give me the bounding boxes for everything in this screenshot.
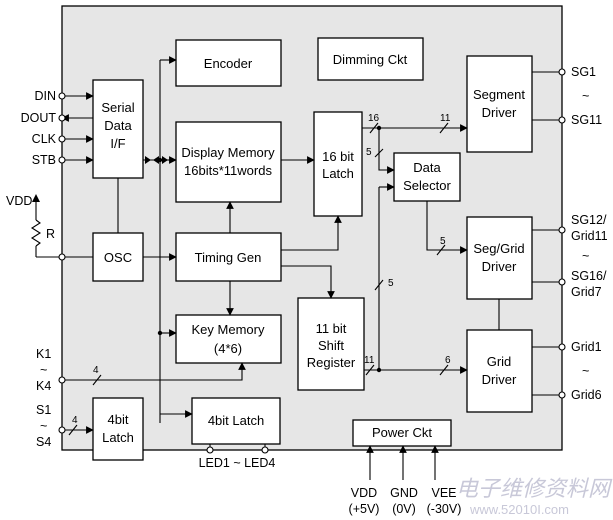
svg-text:Grid6: Grid6 <box>571 388 602 402</box>
latch-4bit-led-block: 4bit Latch <box>191 397 281 445</box>
svg-text:Dimming Ckt: Dimming Ckt <box>333 52 408 67</box>
svg-text:S4: S4 <box>36 435 51 449</box>
svg-text:~: ~ <box>40 419 47 433</box>
svg-text:11: 11 <box>364 355 375 366</box>
data-selector-block: Data Selector <box>393 152 461 202</box>
svg-text:VDD: VDD <box>351 486 377 500</box>
svg-text:Data: Data <box>413 160 441 175</box>
svg-text:Driver: Driver <box>482 372 517 387</box>
svg-text:DOUT: DOUT <box>21 111 57 125</box>
shift-register-block: 11 bit Shift Register <box>297 297 365 391</box>
svg-text:SG16/: SG16/ <box>571 269 607 283</box>
svg-text:(4*6): (4*6) <box>214 341 242 356</box>
svg-text:5: 5 <box>440 236 446 247</box>
bottom-pin-labels: LED1 ~ LED4 VDD (+5V) GND (0V) VEE (-30V… <box>199 456 462 516</box>
segment-driver-block: Segment Driver <box>466 55 533 153</box>
timing-gen-block: Timing Gen <box>175 232 282 282</box>
svg-text:4bit: 4bit <box>108 412 129 427</box>
svg-text:Serial: Serial <box>101 100 134 115</box>
svg-text:OSC: OSC <box>104 250 132 265</box>
svg-text:Display Memory: Display Memory <box>181 145 275 160</box>
svg-text:I/F: I/F <box>110 136 125 151</box>
svg-text:5: 5 <box>366 147 372 158</box>
svg-text:Selector: Selector <box>403 178 451 193</box>
svg-text:~: ~ <box>40 363 47 377</box>
svg-text:16 bit: 16 bit <box>322 149 354 164</box>
svg-text:(0V): (0V) <box>392 502 416 516</box>
encoder-block: Encoder <box>175 39 282 87</box>
svg-text:GND: GND <box>390 486 418 500</box>
svg-text:Shift: Shift <box>318 338 344 353</box>
osc-block: OSC <box>92 232 144 282</box>
pin-terminals <box>58 68 566 454</box>
svg-text:Driver: Driver <box>482 259 517 274</box>
svg-text:SG12/: SG12/ <box>571 213 607 227</box>
svg-text:4: 4 <box>72 415 78 426</box>
svg-text:11 bit: 11 bit <box>316 321 347 336</box>
dimming-ckt-block: Dimming Ckt <box>317 37 424 81</box>
svg-text:Latch: Latch <box>322 166 354 181</box>
display-memory-block: Display Memory 16bits*11words <box>175 121 282 203</box>
svg-text:5: 5 <box>388 278 394 289</box>
svg-text:R: R <box>46 227 55 241</box>
svg-text:Key Memory: Key Memory <box>192 322 265 337</box>
svg-text:Timing Gen: Timing Gen <box>195 250 262 265</box>
wiring <box>30 56 562 480</box>
svg-text:S1: S1 <box>36 403 51 417</box>
svg-text:Data: Data <box>104 118 132 133</box>
grid-driver-block: Grid Driver <box>466 329 533 413</box>
power-ckt-block: Power Ckt <box>352 419 452 447</box>
svg-text:11: 11 <box>440 113 451 124</box>
bus-width-labels: 16 11 5 5 5 11 6 4 4 <box>72 113 451 426</box>
serial-data-if-block: Serial Data I/F <box>92 79 144 179</box>
svg-text:Encoder: Encoder <box>204 56 253 71</box>
seg-grid-driver-block: Seg/Grid Driver <box>466 216 533 300</box>
svg-text:www.52010I.com: www.52010I.com <box>469 502 569 517</box>
svg-text:STB: STB <box>32 153 56 167</box>
svg-text:(-30V): (-30V) <box>427 502 462 516</box>
svg-text:(+5V): (+5V) <box>349 502 380 516</box>
svg-text:SG11: SG11 <box>571 113 602 127</box>
svg-text:16bits*11words: 16bits*11words <box>184 163 272 178</box>
svg-text:Power Ckt: Power Ckt <box>372 425 432 440</box>
svg-text:4: 4 <box>93 365 99 376</box>
svg-text:电子维修资料网: 电子维修资料网 <box>456 476 613 501</box>
left-pin-labels: DIN DOUT CLK STB VDD R K1 ~ K4 S1 ~ S4 <box>6 89 57 449</box>
svg-text:VEE: VEE <box>431 486 456 500</box>
svg-text:Seg/Grid: Seg/Grid <box>473 241 524 256</box>
svg-text:SG1: SG1 <box>571 65 596 79</box>
latch-16bit-block: 16 bit Latch <box>313 111 363 217</box>
watermark: 电子维修资料网 www.52010I.com <box>456 476 613 517</box>
svg-text:Driver: Driver <box>482 105 517 120</box>
svg-text:Grid1: Grid1 <box>571 340 602 354</box>
right-pin-labels: SG1 ~ SG11 SG12/ Grid11 ~ SG16/ Grid7 Gr… <box>571 65 608 402</box>
svg-text:Latch: Latch <box>102 430 134 445</box>
svg-text:K1: K1 <box>36 347 51 361</box>
svg-text:Grid11: Grid11 <box>571 229 608 243</box>
svg-text:VDD: VDD <box>6 194 32 208</box>
svg-text:K4: K4 <box>36 379 51 393</box>
svg-text:LED1 ~ LED4: LED1 ~ LED4 <box>199 456 276 470</box>
latch-4bit-input-block: 4bit Latch <box>92 397 144 461</box>
svg-text:Register: Register <box>307 355 356 370</box>
svg-text:6: 6 <box>445 355 451 366</box>
svg-text:~: ~ <box>582 364 589 378</box>
svg-text:CLK: CLK <box>32 132 57 146</box>
svg-text:4bit Latch: 4bit Latch <box>208 413 264 428</box>
svg-text:DIN: DIN <box>34 89 56 103</box>
key-memory-block: Key Memory (4*6) <box>175 314 282 364</box>
svg-text:Grid7: Grid7 <box>571 285 602 299</box>
svg-text:~: ~ <box>582 249 589 263</box>
svg-text:16: 16 <box>368 113 380 124</box>
svg-text:~: ~ <box>582 89 589 103</box>
svg-text:Grid: Grid <box>487 354 512 369</box>
svg-text:Segment: Segment <box>473 87 525 102</box>
